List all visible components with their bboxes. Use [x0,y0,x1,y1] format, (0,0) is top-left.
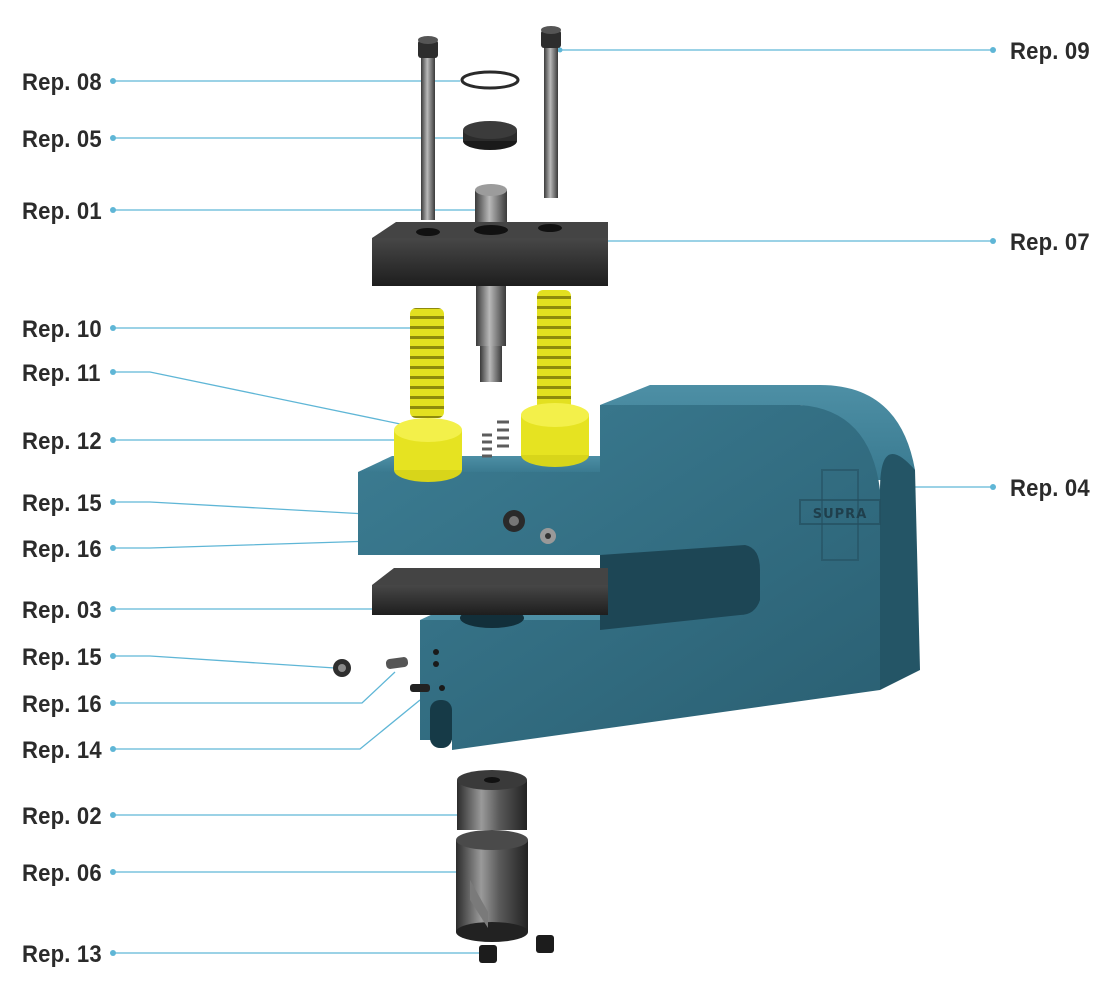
retaining-ring [460,70,520,90]
callout-rep-16-lower: Rep. 16 [22,691,102,718]
callout-rep-12: Rep. 12 [22,428,102,455]
die-holder [456,830,528,942]
callout-rep-08: Rep. 08 [22,69,102,96]
callout-rep-04: Rep. 04 [1010,475,1090,502]
callout-rep-06: Rep. 06 [22,860,102,887]
pin-rep14 [410,684,430,692]
upper-guide-plate [372,222,608,286]
callout-rep-01: Rep. 01 [22,198,102,225]
callout-rep-09: Rep. 09 [1010,38,1090,65]
callout-rep-03: Rep. 03 [22,597,102,624]
small-screw-rep15 [333,659,351,677]
callout-rep-15-upper: Rep. 15 [22,490,102,517]
grub-screws [479,935,554,963]
long-bolt-left [418,36,438,220]
long-bolt-right [541,26,561,198]
callout-rep-05: Rep. 05 [22,126,102,153]
callout-rep-07: Rep. 07 [1010,229,1090,256]
stripper-plate [372,568,608,615]
callout-rep-16-upper: Rep. 16 [22,536,102,563]
leader-lines [113,49,993,954]
brand-stamp: SUPRA [813,507,868,522]
callout-rep-14: Rep. 14 [22,737,102,764]
callout-rep-10: Rep. 10 [22,316,102,343]
small-springs [482,420,509,458]
callout-rep-02: Rep. 02 [22,803,102,830]
spring-washers [394,403,589,482]
spring-right [537,290,571,410]
die [457,770,527,830]
callout-rep-15-lower: Rep. 15 [22,644,102,671]
set-screw-rep16 [385,657,409,669]
spring-left [410,308,444,418]
cap-nut [463,121,517,150]
callout-rep-13: Rep. 13 [22,941,102,968]
callout-rep-11: Rep. 11 [22,360,101,387]
